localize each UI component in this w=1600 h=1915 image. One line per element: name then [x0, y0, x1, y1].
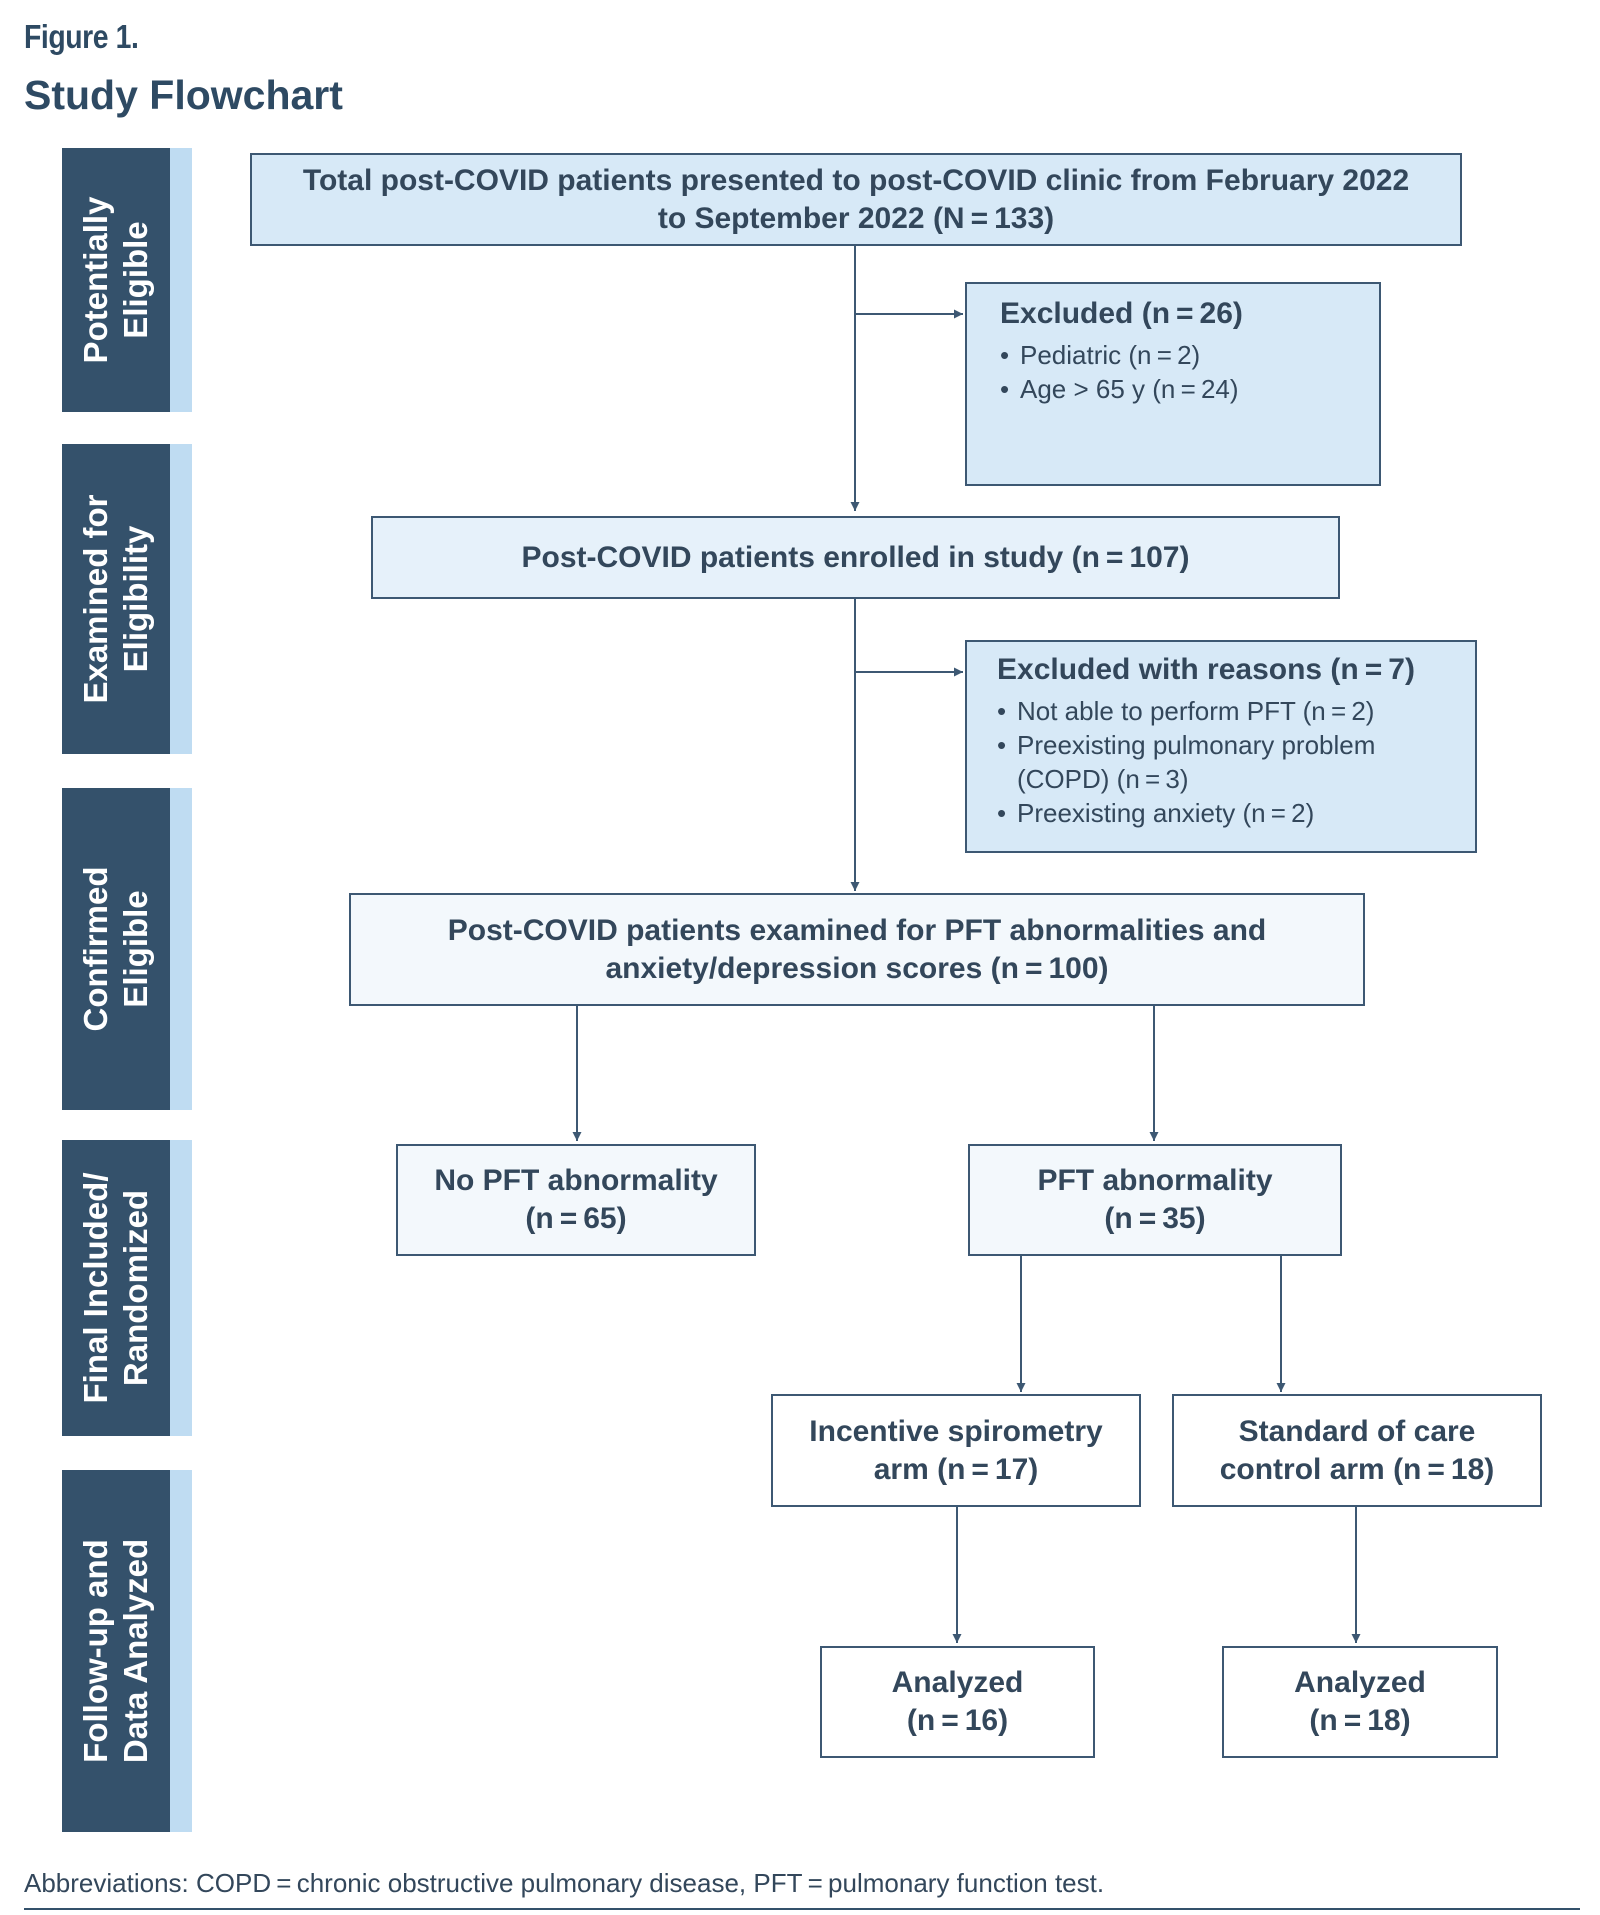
figure-label: Figure 1.: [24, 18, 139, 55]
box-enrolled: Post-COVID patients enrolled in study (n…: [371, 516, 1340, 599]
stage-potentially-eligible: Potentially Eligible: [62, 148, 192, 412]
box-excluded-26: Excluded (n = 26) Pediatric (n = 2) Age …: [965, 282, 1381, 486]
box-analyzed-16: Analyzed (n = 16): [820, 1646, 1095, 1758]
bottom-rule: [24, 1908, 1580, 1910]
box-pft-abnormality: PFT abnormality (n = 35): [968, 1144, 1342, 1256]
stage-final-included-randomized: Final Included/ Randomized: [62, 1140, 192, 1436]
stage-examined-for-eligibility: Examined for Eligibility: [62, 444, 192, 754]
box-examined: Post-COVID patients examined for PFT abn…: [349, 893, 1365, 1006]
list-item: Pediatric (n = 2): [1000, 338, 1379, 372]
list-item: Not able to perform PFT (n = 2): [997, 694, 1463, 728]
excluded-heading: Excluded with reasons (n = 7): [997, 653, 1415, 686]
box-analyzed-18: Analyzed (n = 18): [1222, 1646, 1498, 1758]
excluded-reasons-list: Not able to perform PFT (n = 2) Preexist…: [997, 694, 1463, 830]
excluded-heading: Excluded (n = 26): [1000, 297, 1243, 330]
box-total-patients: Total post-COVID patients presented to p…: [250, 153, 1462, 246]
box-standard-of-care: Standard of care control arm (n = 18): [1172, 1394, 1542, 1507]
abbreviations-footnote: Abbreviations: COPD = chronic obstructiv…: [24, 1868, 1105, 1898]
figure-title: Study Flowchart: [24, 72, 343, 118]
stage-follow-up-data-analyzed: Follow-up and Data Analyzed: [62, 1470, 192, 1832]
list-item: Preexisting pulmonary problem (COPD) (n …: [997, 728, 1463, 796]
box-incentive-spirometry: Incentive spirometry arm (n = 17): [771, 1394, 1141, 1507]
box-no-pft-abnormality: No PFT abnormality (n = 65): [396, 1144, 756, 1256]
excluded-reasons-list: Pediatric (n = 2) Age > 65 y (n = 24): [1000, 338, 1379, 406]
list-item: Age > 65 y (n = 24): [1000, 372, 1379, 406]
stage-confirmed-eligible: Confirmed Eligible: [62, 788, 192, 1110]
list-item: Preexisting anxiety (n = 2): [997, 796, 1463, 830]
box-excluded-7: Excluded with reasons (n = 7) Not able t…: [965, 640, 1477, 853]
